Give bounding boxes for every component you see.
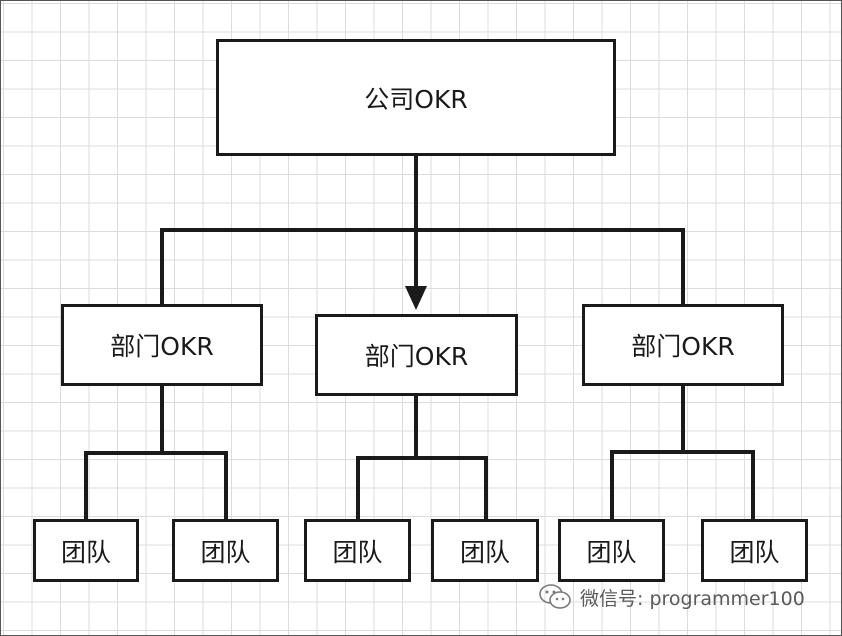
department-okr-box-1: 部门OKR [61, 304, 263, 386]
connector-dept1-bus [84, 451, 228, 521]
department-okr-box-2: 部门OKR [315, 314, 518, 396]
department-okr-box-3: 部门OKR [582, 304, 784, 386]
company-okr-box: 公司OKR [216, 39, 616, 156]
team-box-1a: 团队 [33, 519, 139, 582]
watermark-text: 微信号: programmer100 [580, 587, 805, 610]
team-box-2b: 团队 [431, 519, 539, 582]
connector-dept2-bus [356, 456, 488, 521]
team-box-3a: 团队 [558, 519, 665, 582]
team-box-2a: 团队 [304, 519, 411, 582]
team-box-3b: 团队 [701, 519, 808, 582]
watermark: 微信号: programmer100 [538, 582, 805, 612]
wechat-icon [539, 584, 571, 609]
connector-dept3-bus [610, 450, 755, 521]
connector-company-bus [160, 228, 685, 306]
arrowhead [405, 286, 427, 310]
team-box-1b: 团队 [172, 519, 279, 582]
